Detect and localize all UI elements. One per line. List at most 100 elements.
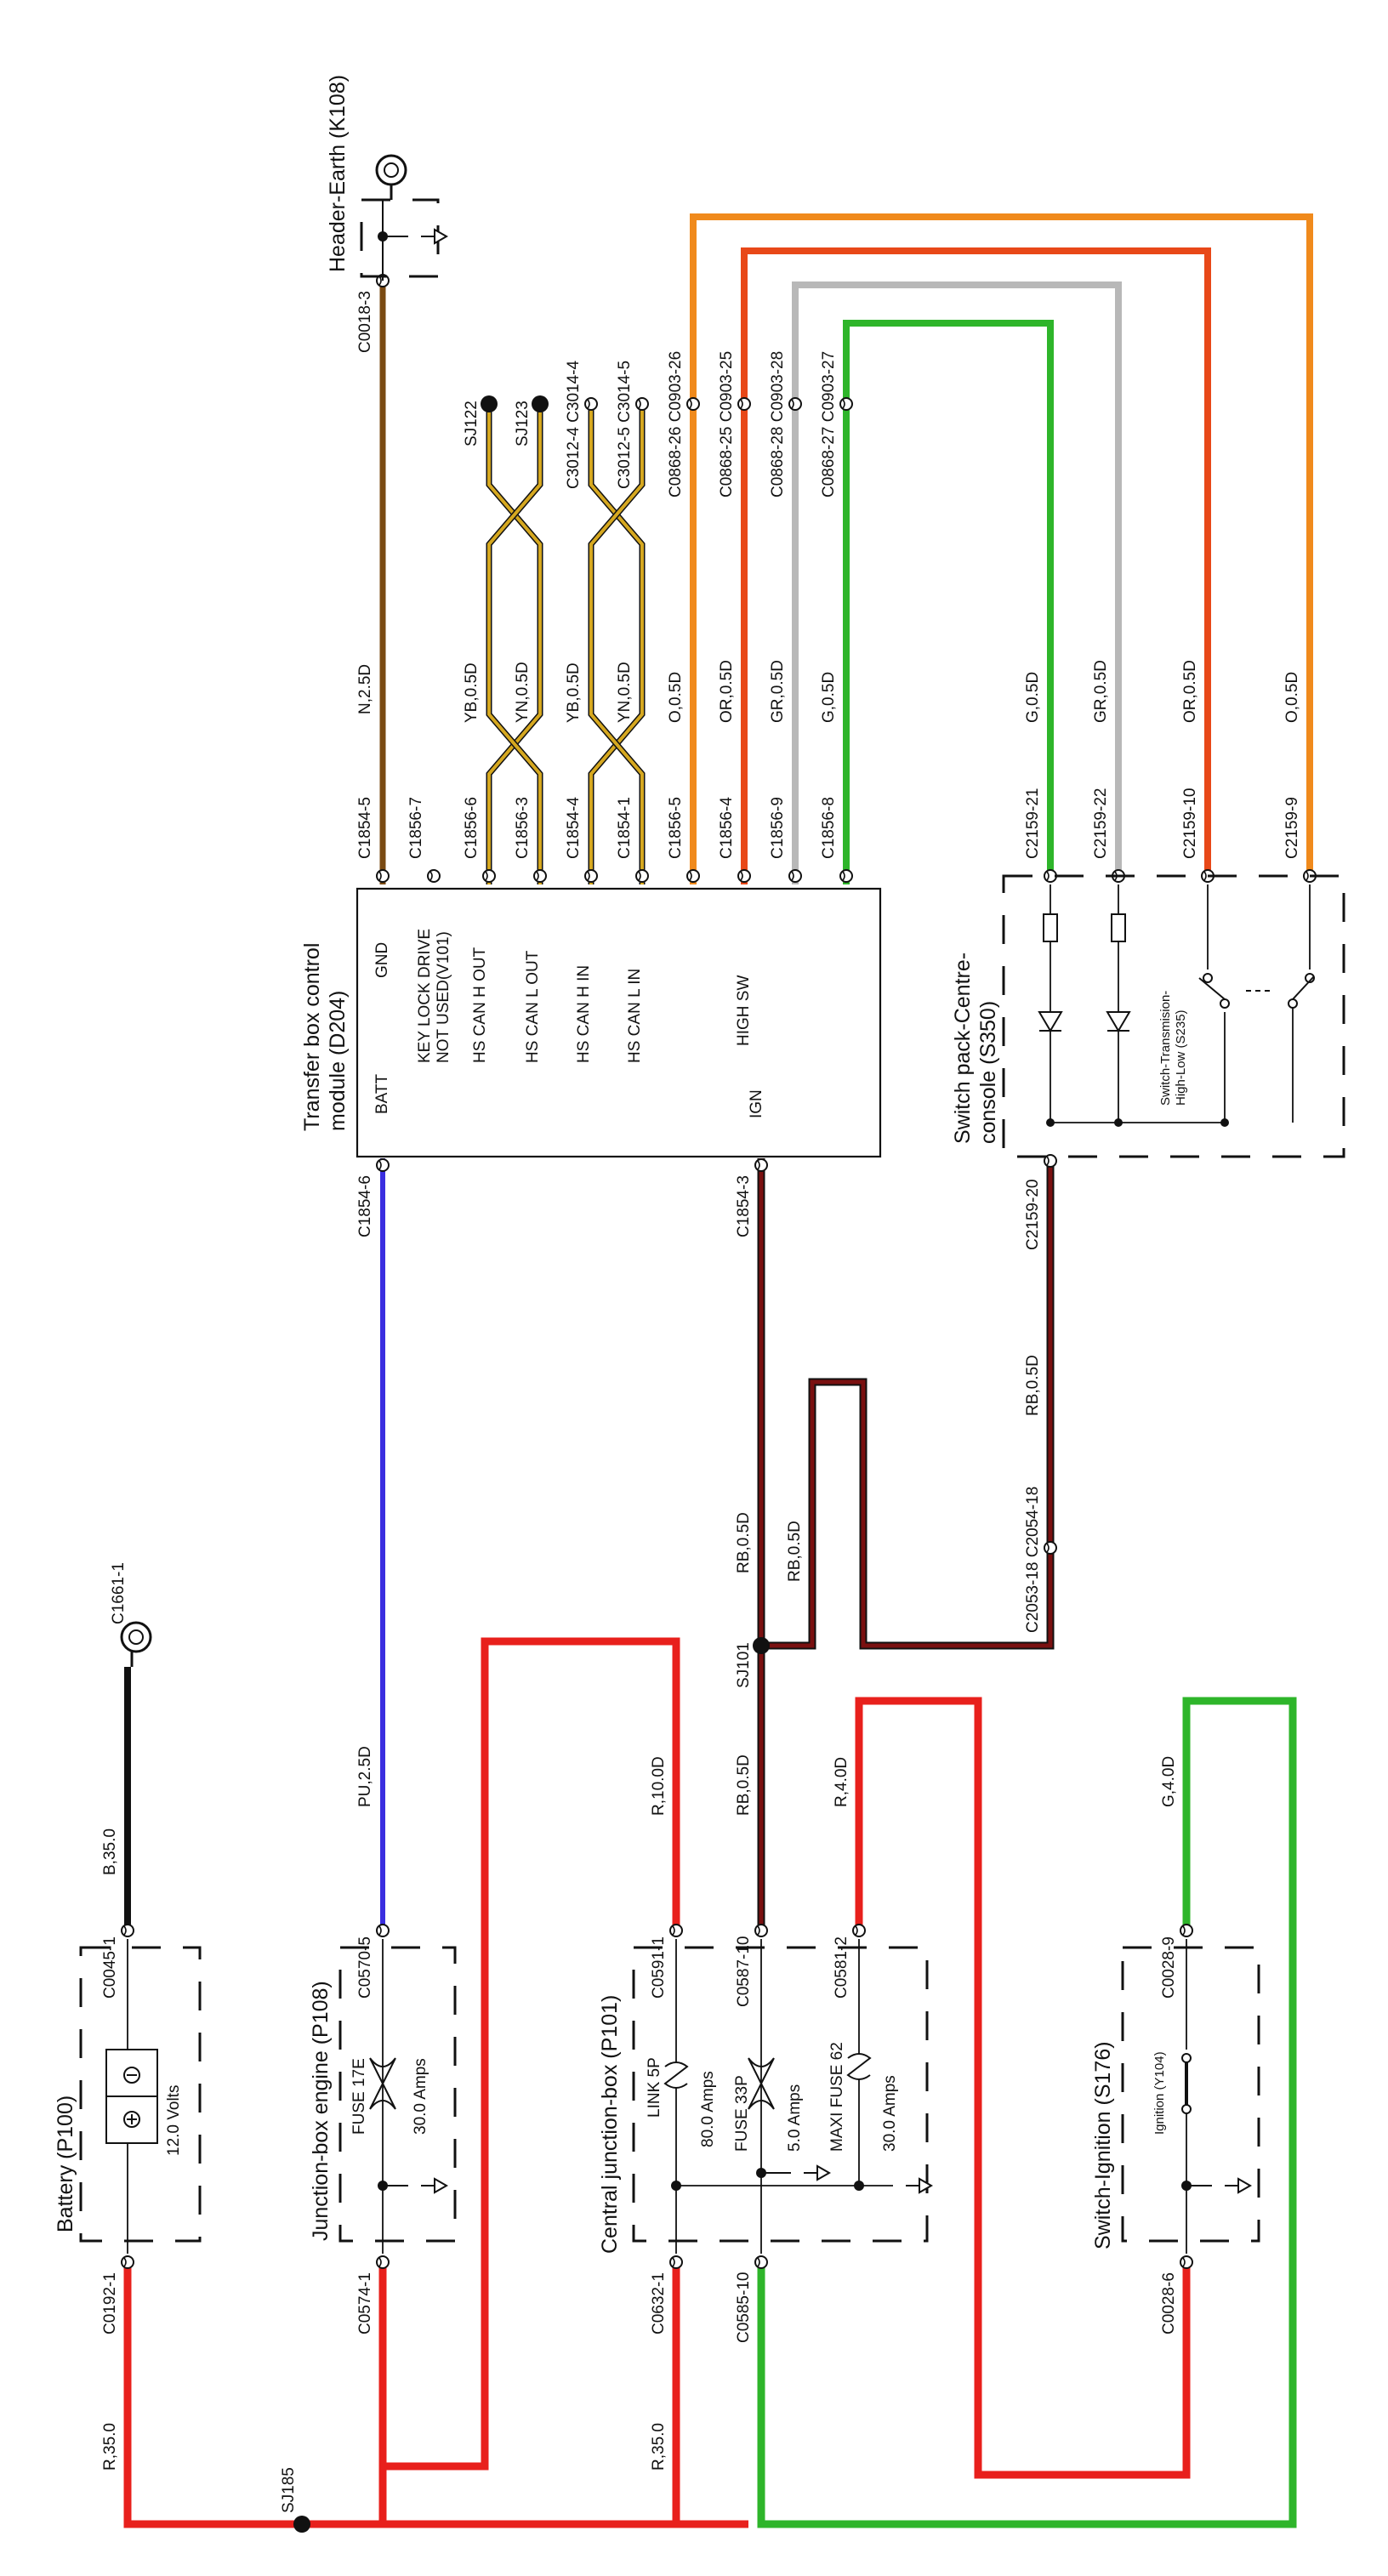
wire-label-sw-g05d: G,0.5D	[1024, 672, 1042, 723]
label-c1856-7: C1856-7	[407, 797, 425, 859]
switch-pack-title-2: console (S350)	[976, 1001, 1000, 1144]
wire-label-gr05d: GR,0.5D	[769, 660, 787, 723]
wire-label-o05d: O,0.5D	[667, 672, 685, 723]
splice-sj122	[481, 395, 498, 412]
label-c1854-1: C1854-1	[616, 797, 634, 859]
wire-label-rb05d-c: RB,0.5D	[786, 1521, 804, 1582]
connector-labels: C0018-3 C1854-5 C1856-7 C1856-6 C1856-3 …	[101, 291, 1301, 2513]
pin-high-sw: HIGH SW	[735, 975, 753, 1046]
label-c0045-1: C0045-1	[101, 1936, 119, 1999]
pin-hs-can-l-in: HS CAN L IN	[626, 969, 644, 1063]
terminals	[121, 274, 1317, 2269]
wire-label-pu25d: PU,2.5D	[356, 1746, 374, 1807]
label-c0591-1: C0591-1	[650, 1936, 668, 1999]
label-c1856-6: C1856-6	[463, 797, 481, 859]
label-c0192-1: C0192-1	[101, 2272, 119, 2334]
wire-orange-red	[741, 247, 1211, 884]
header-earth: Header-Earth (K108)	[326, 75, 447, 281]
pin-not-used: NOT USED(V101)	[435, 931, 452, 1063]
wire-label-g05d: G,0.5D	[820, 672, 838, 723]
label-c0868-26: C0868-26 C0903-26	[667, 351, 685, 498]
ignition-label: Ignition (Y104)	[1152, 2051, 1167, 2135]
transfer-module-title-2: module (D204)	[326, 991, 350, 1131]
wire-label-r350-a: R,35.0	[101, 2423, 119, 2471]
label-sj101: SJ101	[735, 1642, 753, 1688]
can-pair-1	[486, 404, 543, 884]
wire-maxi-to-ignition-red	[855, 1697, 1191, 2479]
label-c2159-10: C2159-10	[1181, 788, 1199, 859]
label-c1856-9: C1856-9	[769, 797, 787, 859]
header-earth-label: Header-Earth (K108)	[326, 75, 350, 272]
label-c0587-10: C0587-10	[735, 1936, 753, 2007]
label-c1854-6: C1854-6	[356, 1175, 374, 1237]
fuse17e-label: FUSE 17E	[350, 2058, 368, 2135]
label-c1856-5: C1856-5	[667, 797, 685, 859]
switch-ignition-title: Switch-Ignition (S176)	[1091, 2041, 1115, 2249]
label-c1854-5: C1854-5	[356, 797, 374, 859]
pin-gnd: GND	[373, 942, 391, 978]
junction-box-engine: FUSE 17E 30.0 Amps Junction-box engine (…	[309, 1939, 457, 2254]
splice-sj185	[293, 2516, 310, 2533]
battery-voltage: 12.0 Volts	[165, 2085, 183, 2156]
label-c0632-1: C0632-1	[650, 2272, 668, 2334]
wire-label-yb05d-b: YB,0.5D	[565, 662, 583, 723]
wire-label-rb05d-b: RB,0.5D	[735, 1512, 753, 1573]
pin-hs-can-l-out: HS CAN L OUT	[524, 950, 542, 1063]
label-c0574-1: C0574-1	[356, 2272, 374, 2334]
wire-label-sw-o05d: O,0.5D	[1283, 672, 1301, 723]
wire-rb-loop	[761, 1157, 1055, 1650]
central-junction-box: LINK 5P 80.0 Amps FUSE 33P 5.0 Amps MAXI…	[598, 1939, 932, 2254]
wire-label-r100d: R,10.0D	[650, 1756, 668, 1816]
label-c0570-5: C0570-5	[356, 1936, 374, 1999]
label-c0868-28: C0868-28 C0903-28	[769, 351, 787, 498]
battery: 12.0 Volts Battery (P100)	[54, 1621, 202, 2254]
wires	[123, 213, 1313, 2528]
fuse17e-amps: 30.0 Amps	[412, 2058, 429, 2135]
switch-pack-title-1: Switch pack-Centre-	[951, 952, 975, 1144]
central-junction-title: Central junction-box (P101)	[598, 1995, 622, 2254]
wire-label-yn05d-a: YN,0.5D	[514, 662, 532, 723]
label-c2159-21: C2159-21	[1024, 788, 1042, 859]
wire-label-g40d: G,4.0D	[1160, 1756, 1178, 1807]
switch-transmission-2: High-Low (S235)	[1174, 1009, 1188, 1106]
wire-label-rb05d-d: RB,0.5D	[735, 1754, 753, 1816]
pin-key-lock: KEY LOCK DRIVE	[416, 929, 434, 1063]
wire-label-sw-or05d: OR,0.5D	[1181, 660, 1199, 723]
label-sj123: SJ123	[514, 401, 532, 446]
label-c0581-2: C0581-2	[833, 1936, 850, 1999]
switch-transmission-1: Switch-Transmision-	[1158, 991, 1173, 1106]
wire-orange	[690, 213, 1313, 884]
label-c0028-9: C0028-9	[1160, 1936, 1178, 1999]
label-c2053-18: C2053-18 C2054-18	[1024, 1487, 1042, 1633]
battery-title: Battery (P100)	[54, 2095, 77, 2232]
label-c0028-6: C0028-6	[1160, 2272, 1178, 2334]
switch-pack: Switch pack-Centre- console (S350) Switc…	[951, 874, 1345, 1158]
link5p-amps: 80.0 Amps	[699, 2071, 717, 2147]
wire-green	[843, 320, 1054, 884]
label-c0868-25: C0868-25 C0903-25	[718, 351, 736, 498]
wire-label-r350-b: R,35.0	[650, 2423, 668, 2471]
label-sj185: SJ185	[280, 2467, 298, 2513]
fuse33p-label: FUSE 33P	[733, 2075, 751, 2152]
maxi62-amps: 30.0 Amps	[881, 2075, 899, 2152]
wire-battery-positive-red	[123, 2262, 748, 2528]
wire-label-n25d: N,2.5D	[356, 664, 374, 714]
label-c2159-9: C2159-9	[1283, 797, 1301, 859]
label-c1856-4: C1856-4	[718, 797, 736, 859]
label-c1856-3: C1856-3	[514, 797, 532, 859]
wire-label-yb05d-a: YB,0.5D	[463, 662, 481, 723]
pin-hs-can-h-out: HS CAN H OUT	[471, 947, 489, 1063]
label-c2159-20: C2159-20	[1024, 1180, 1042, 1250]
wire-engine-to-central-red	[378, 1637, 680, 2471]
wire-label-yn05d-b: YN,0.5D	[616, 662, 634, 723]
can-pair-2	[588, 404, 646, 884]
wire-label-rb05d-a: RB,0.5D	[1024, 1355, 1042, 1416]
wire-label-r40d: R,4.0D	[833, 1757, 850, 1807]
link5p-label: LINK 5P	[646, 2057, 663, 2118]
fuse33p-amps: 5.0 Amps	[786, 2084, 804, 2152]
label-c0018-3: C0018-3	[356, 291, 374, 353]
switch-ignition: Ignition (Y104) Switch-Ignition (S176)	[1091, 1939, 1260, 2254]
wire-labels: N,2.5D YB,0.5D YN,0.5D YB,0.5D YN,0.5D O…	[101, 660, 1301, 2471]
